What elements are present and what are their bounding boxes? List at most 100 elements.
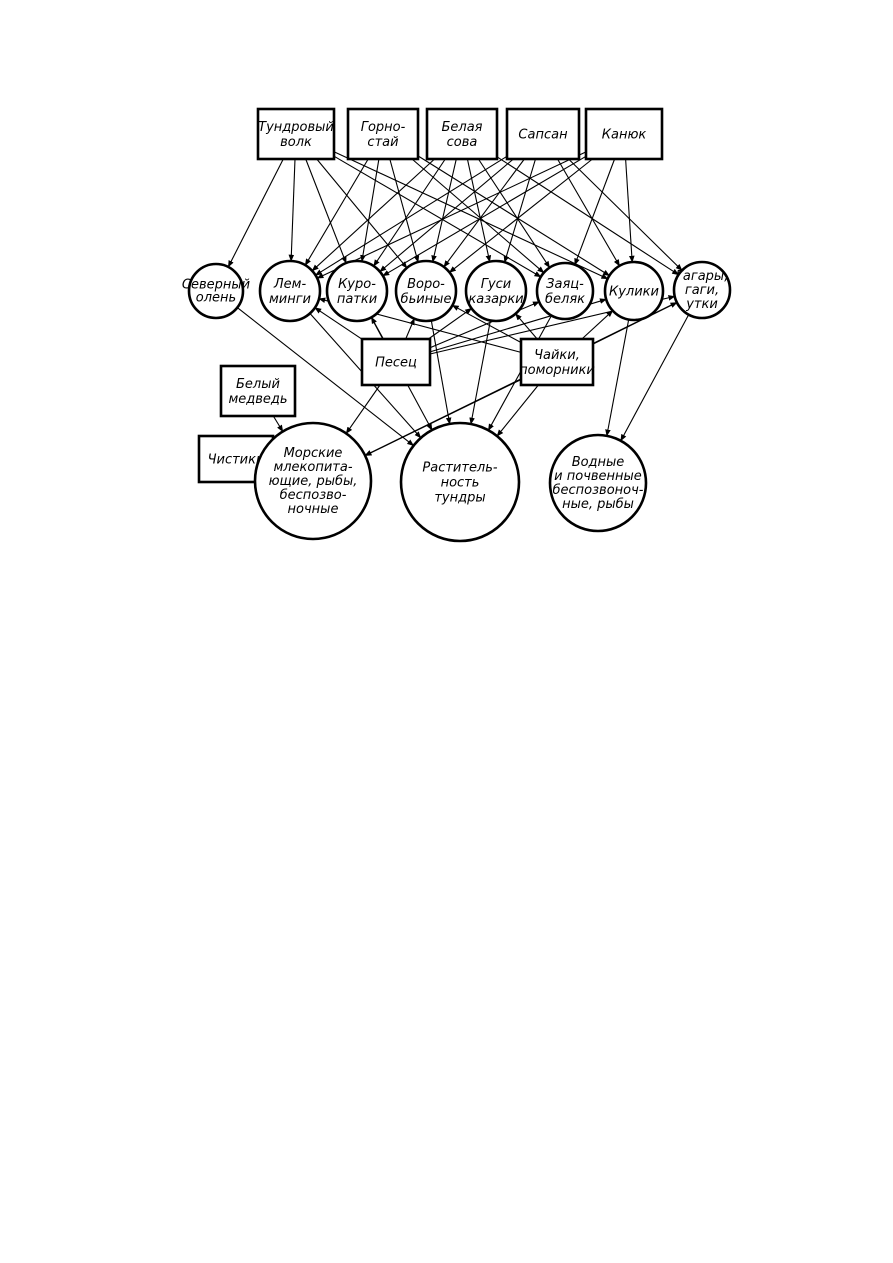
node-falcon-shape: [505, 107, 581, 161]
arrow-ermine-to-passerines: [389, 158, 420, 263]
arrow-wolf-to-passerines: [316, 158, 408, 269]
node-marine-label-line: ночные: [288, 502, 339, 517]
node-geese-label-line: казарки: [468, 292, 523, 307]
arrow-owl-to-geese: [466, 158, 492, 263]
arrow-loons-to-water: [620, 314, 690, 442]
arrow-wolf-to-sandpipers: [333, 151, 609, 280]
node-reindeer-shape: [187, 262, 245, 320]
node-passerines-shape: [394, 259, 458, 323]
node-bear-label-line: Белый: [236, 377, 280, 392]
arrow-bear-to-marine: [272, 415, 284, 433]
edges-layer: [227, 151, 690, 471]
arrow-buzzard-to-lemmings: [316, 151, 587, 279]
node-vegetation-label-line: тундры: [434, 491, 485, 506]
node-vegetation-shape: [399, 421, 521, 543]
arrow-geese-to-vegetation: [469, 320, 491, 425]
node-marine-label-line: ющие, рыбы,: [269, 474, 358, 489]
arrow-passerines-to-vegetation: [430, 320, 452, 425]
node-falcon: Сапсан: [505, 107, 581, 161]
arrow-sandpipers-to-water: [605, 319, 630, 437]
node-bear-shape: [219, 364, 297, 418]
arrow-fox-to-geese: [428, 307, 473, 340]
node-passerines: Воро-бьиные: [394, 259, 458, 323]
arrow-falcon-to-lemmings: [314, 155, 508, 276]
node-ermine-label-line: стай: [367, 135, 398, 150]
arrow-buzzard-to-ptarmigan: [382, 155, 587, 277]
node-marine-label-line: млекопита-: [273, 460, 352, 475]
node-guillemots-label-line: Чистики: [208, 453, 265, 468]
node-ermine: Горно-стай: [346, 107, 420, 161]
node-hare: Заяц-беляк: [535, 261, 595, 321]
arrow-owl-to-loons: [496, 156, 680, 276]
node-lemmings: Лем-минги: [258, 259, 322, 323]
node-marine-shape: [253, 421, 373, 541]
node-vegetation-label-line: ность: [441, 476, 480, 491]
node-loons: Гагары,гаги,утки: [672, 260, 732, 320]
node-geese-shape: [464, 259, 528, 323]
node-wolf-label-line: Тундровый: [258, 120, 334, 135]
node-loons-label-line: Гагары,: [676, 269, 729, 284]
node-vegetation-label-line: Раститель-: [422, 461, 498, 476]
arrow-fox-to-marine: [345, 384, 381, 434]
node-water-label-line: ные, рыбы: [562, 497, 634, 512]
node-gulls-shape: [519, 337, 595, 387]
node-wolf-shape: [256, 107, 336, 161]
node-fox: Песец: [360, 337, 432, 387]
arrow-ermine-to-hare: [411, 158, 545, 274]
node-ptarmigan-label-line: патки: [337, 292, 377, 307]
node-owl-label-line: Белая: [441, 120, 482, 135]
node-wolf-label-line: волк: [280, 135, 312, 150]
node-buzzard: Канюк: [584, 107, 664, 161]
node-passerines-label-line: Воро-: [407, 277, 445, 292]
arrow-wolf-to-reindeer: [227, 158, 284, 268]
node-hare-label-line: Заяц-: [546, 277, 584, 292]
node-water-shape: [548, 433, 648, 533]
arrow-owl-to-ptarmigan: [373, 158, 446, 267]
arrow-falcon-to-passerines: [443, 158, 525, 268]
arrow-falcon-to-ptarmigan: [379, 158, 514, 273]
node-bear-label-line: медведь: [228, 392, 287, 407]
arrow-falcon-to-geese: [503, 158, 537, 263]
arrow-buzzard-to-passerines: [448, 158, 593, 273]
node-loons-label-line: гаги,: [685, 283, 719, 298]
arrow-gulls-to-vegetation: [496, 384, 539, 437]
node-lemmings-shape: [258, 259, 322, 323]
node-water-label-line: Водные: [572, 455, 625, 470]
node-marine-label-line: Морские: [284, 446, 343, 461]
arrow-wolf-to-ptarmigan: [305, 158, 347, 264]
node-loons-label-line: утки: [685, 297, 718, 312]
node-loons-shape: [672, 260, 732, 320]
node-ermine-shape: [346, 107, 420, 161]
node-sandpipers: Кулики: [603, 260, 665, 322]
node-marine-label-line: беспозво-: [280, 488, 347, 503]
node-buzzard-label-line: Канюк: [602, 128, 647, 143]
arrow-ermine-to-sandpipers: [417, 155, 610, 277]
arrow-falcon-to-loons: [568, 158, 683, 271]
arrow-wolf-to-lemmings: [288, 158, 296, 262]
arrow-owl-to-lemmings: [311, 158, 435, 272]
node-falcon-label-line: Сапсан: [518, 128, 568, 143]
node-lemmings-label-line: минги: [269, 292, 311, 307]
arrow-gulls-to-sandpipers: [581, 310, 614, 340]
arrow-buzzard-to-sandpipers: [625, 158, 635, 263]
node-owl-label-line: сова: [447, 135, 478, 150]
node-owl-shape: [425, 107, 499, 161]
arrow-buzzard-to-hare: [574, 158, 616, 266]
node-gulls: Чайки,поморники: [519, 337, 595, 387]
arrow-falcon-to-sandpipers: [557, 158, 620, 267]
node-water-label-line: и почвенные: [554, 469, 642, 484]
node-lemmings-label-line: Лем-: [273, 277, 307, 292]
node-ptarmigan-shape: [325, 259, 389, 323]
arrow-gulls-to-geese: [515, 313, 538, 340]
node-water-label-line: беспозвоноч-: [553, 483, 644, 498]
node-sandpipers-shape: [603, 260, 665, 322]
